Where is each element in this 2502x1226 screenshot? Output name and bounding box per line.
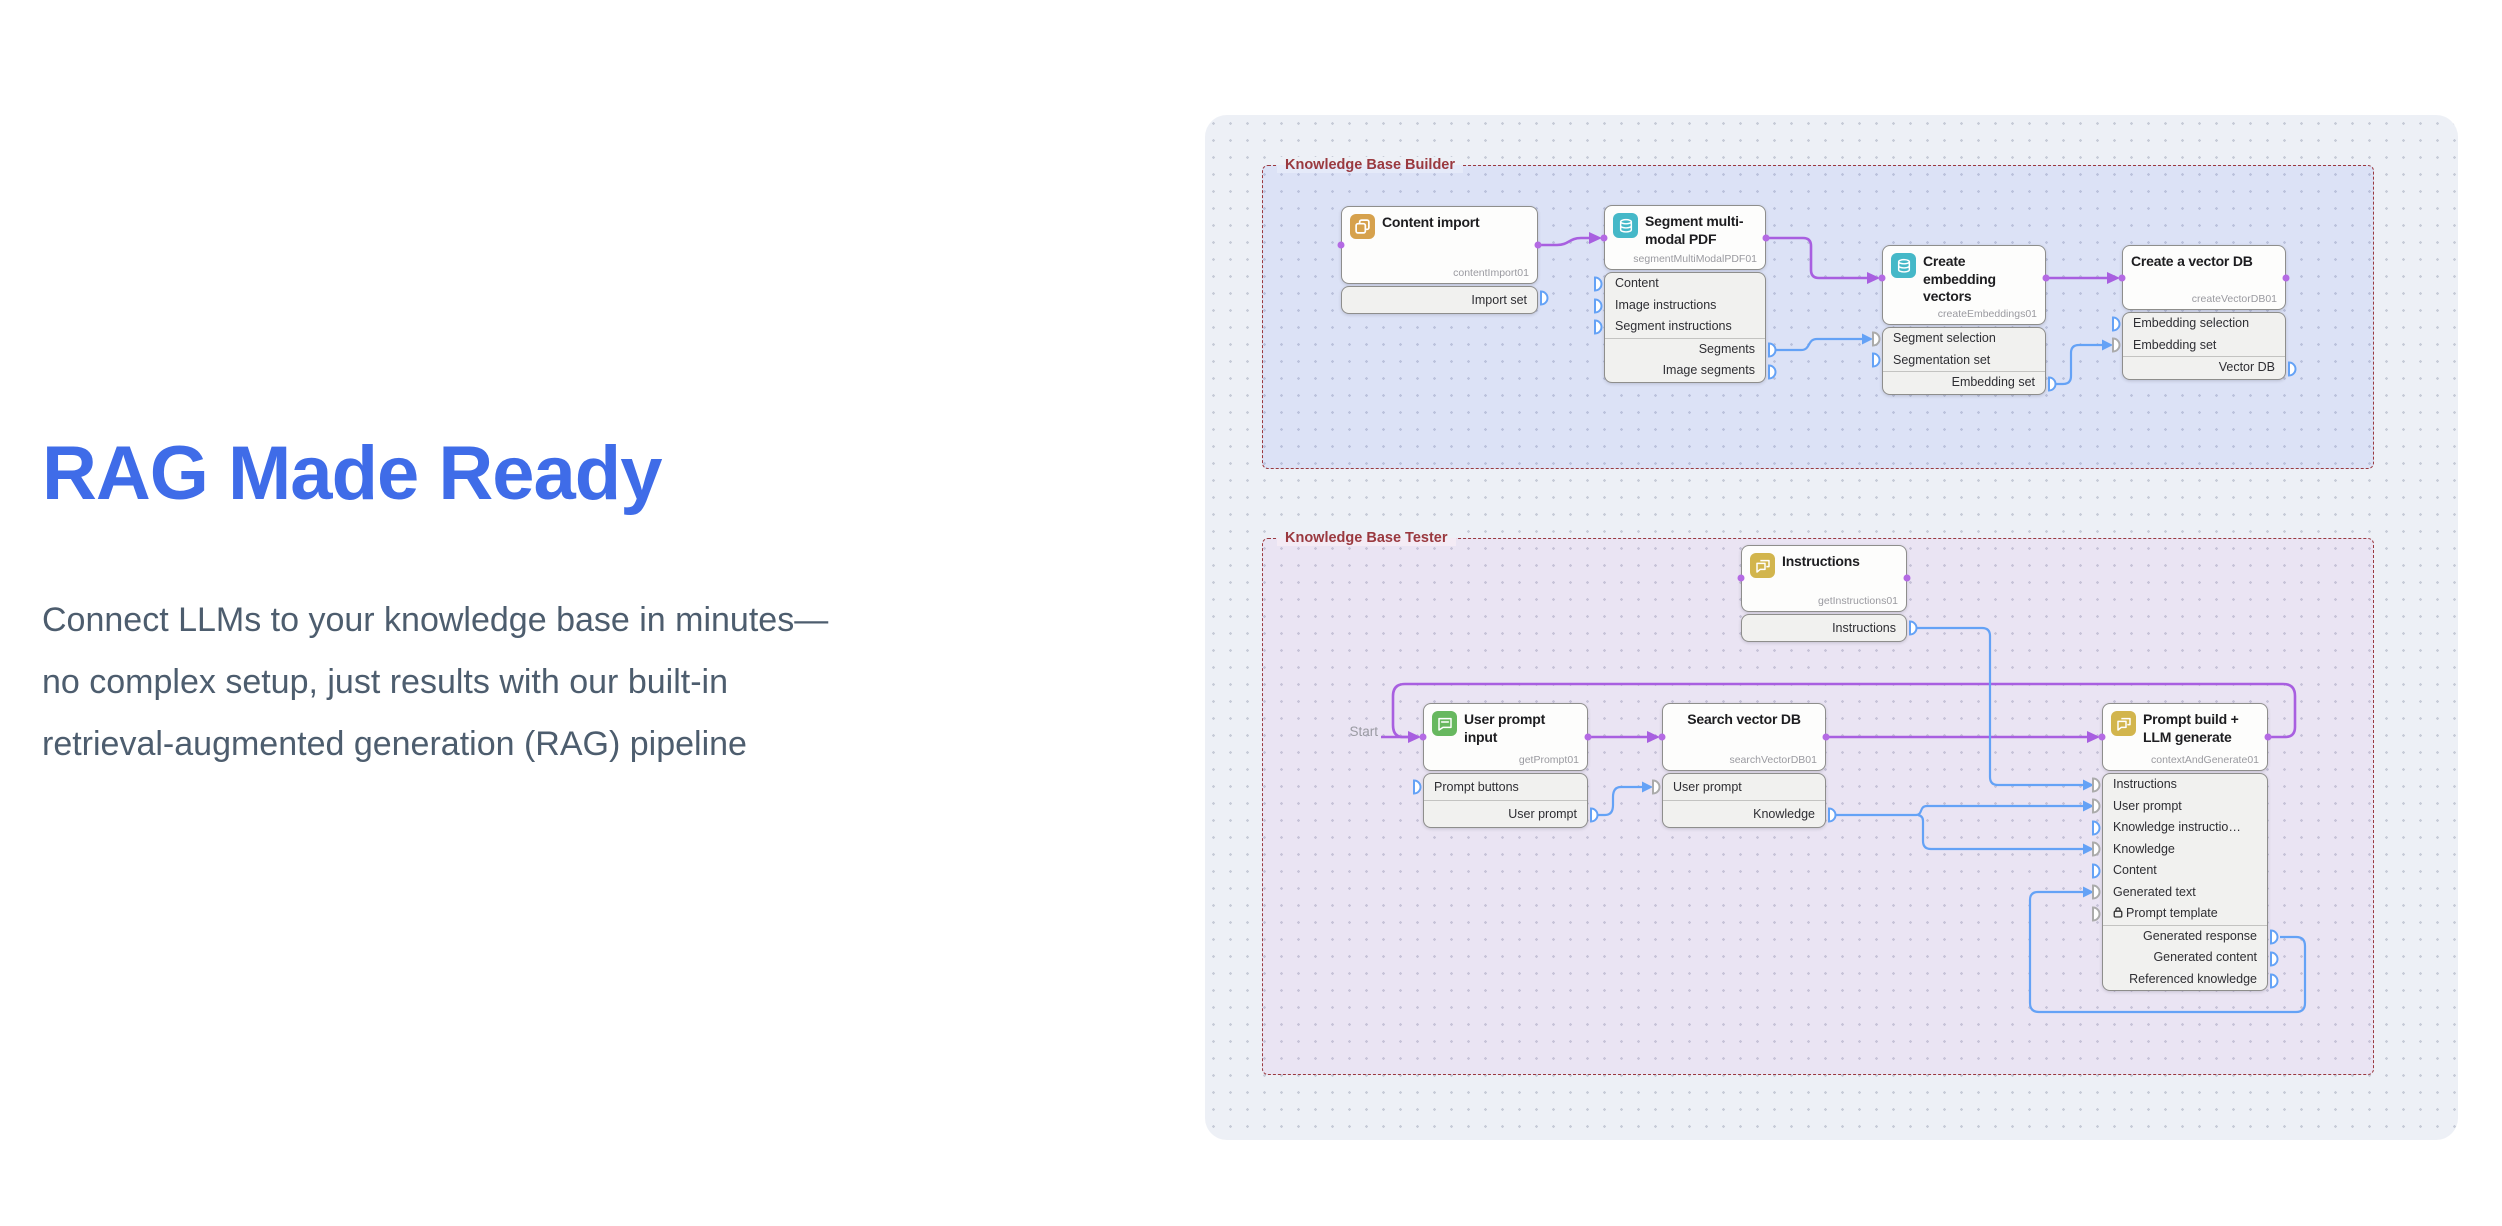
port-output[interactable]: Embedding set — [1951, 375, 2035, 389]
port-input[interactable]: Knowledge — [2113, 841, 2175, 856]
node-title: Prompt build + LLM generate — [2143, 711, 2239, 745]
lock-icon — [2113, 907, 2123, 921]
hero-description: Connect LLMs to your knowledge base in m… — [42, 589, 1122, 775]
node-instructions[interactable]: Instructions getInstructions01 Instructi… — [1741, 545, 1907, 645]
port-input[interactable]: User prompt — [1673, 780, 1742, 794]
node-title: Content import — [1382, 214, 1480, 230]
node-id: createEmbeddings01 — [1937, 308, 2037, 320]
node-create-embeddings[interactable]: Create embedding vectors createEmbedding… — [1882, 245, 2046, 400]
node-create-vector-db[interactable]: Create a vector DB createVectorDB01 Embe… — [2122, 245, 2286, 385]
port-output[interactable]: Generated content — [2153, 950, 2257, 964]
hero-section: RAG Made Ready Connect LLMs to your know… — [42, 430, 1122, 775]
node-id: contentImport01 — [1453, 267, 1529, 279]
hero-description-line: retrieval-augmented generation (RAG) pip… — [42, 725, 747, 763]
port-input[interactable]: Content — [1615, 276, 1659, 290]
port-output[interactable]: Generated response — [2143, 928, 2257, 943]
port-output[interactable]: Vector DB — [2218, 360, 2275, 374]
node-title: Create embedding vectors — [1923, 253, 1996, 304]
port-input[interactable]: Segment selection — [1893, 331, 1996, 345]
node-title: Segment multi-modal PDF — [1645, 213, 1744, 247]
page-title: RAG Made Ready — [42, 431, 663, 516]
port-input[interactable]: Content — [2113, 863, 2157, 877]
builder-section-label: Knowledge Base Builder — [1277, 157, 1464, 173]
node-title: User prompt input — [1464, 711, 1546, 745]
port-input[interactable]: Prompt template — [2103, 903, 2267, 925]
port-output[interactable]: Segments — [1698, 341, 1755, 356]
port-input[interactable]: Generated text — [2113, 884, 2196, 899]
port-output[interactable]: Referenced knowledge — [2129, 971, 2257, 986]
port-input[interactable]: Image instructions — [1615, 297, 1717, 312]
node-title: Create a vector DB — [2131, 253, 2253, 269]
node-id: getInstructions01 — [1818, 595, 1898, 607]
node-id: contextAndGenerate01 — [2151, 754, 2259, 766]
node-id: getPrompt01 — [1518, 754, 1579, 766]
chat-icon — [2111, 711, 2136, 736]
port-input[interactable]: Knowledge instructio… — [2113, 820, 2241, 834]
node-id: createVectorDB01 — [2191, 293, 2277, 305]
hero-description-line: Connect LLMs to your knowledge base in m… — [42, 601, 829, 639]
node-id: searchVectorDB01 — [1729, 754, 1817, 766]
port-output[interactable]: Instructions — [1832, 621, 1896, 635]
node-id: segmentMultiModalPDF01 — [1633, 253, 1757, 265]
port-input[interactable]: User prompt — [2113, 798, 2182, 813]
copy-icon — [1350, 214, 1375, 239]
database-icon — [1891, 253, 1916, 278]
node-user-prompt-input[interactable]: User prompt input getPrompt01 Prompt but… — [1423, 703, 1588, 833]
port-input[interactable]: Embedding set — [2133, 337, 2217, 352]
node-search-vector-db[interactable]: Search vector DB searchVectorDB01 User p… — [1662, 703, 1826, 833]
tester-section-label: Knowledge Base Tester — [1277, 530, 1456, 546]
port-output[interactable]: Import set — [1471, 293, 1527, 307]
port-input[interactable]: Segment instructions — [1615, 319, 1732, 333]
port-output[interactable]: Image segments — [1662, 363, 1755, 377]
port-input[interactable]: Segmentation set — [1893, 352, 1991, 367]
node-segment-pdf[interactable]: Segment multi-modal PDF segmentMultiModa… — [1604, 205, 1766, 385]
chat-icon — [1750, 553, 1775, 578]
node-title: Instructions — [1782, 553, 1860, 569]
port-output[interactable]: Knowledge — [1753, 807, 1815, 821]
node-prompt-build-llm-generate[interactable]: Prompt build + LLM generate contextAndGe… — [2102, 703, 2268, 995]
start-label: Start — [1349, 724, 1378, 739]
port-input[interactable]: Prompt buttons — [1434, 780, 1519, 794]
hero-description-line: no complex setup, just results with our … — [42, 663, 728, 701]
port-input[interactable]: Embedding selection — [2133, 316, 2250, 330]
database-icon — [1613, 213, 1638, 238]
node-content-import[interactable]: Content import contentImport01 Import se… — [1341, 206, 1538, 316]
pipeline-canvas[interactable]: Knowledge Base Builder Knowledge Base Te… — [1205, 115, 2458, 1140]
node-title: Search vector DB — [1687, 711, 1801, 727]
port-input[interactable]: Instructions — [2113, 777, 2177, 791]
chat-icon — [1432, 711, 1457, 736]
port-output[interactable]: User prompt — [1508, 807, 1577, 821]
